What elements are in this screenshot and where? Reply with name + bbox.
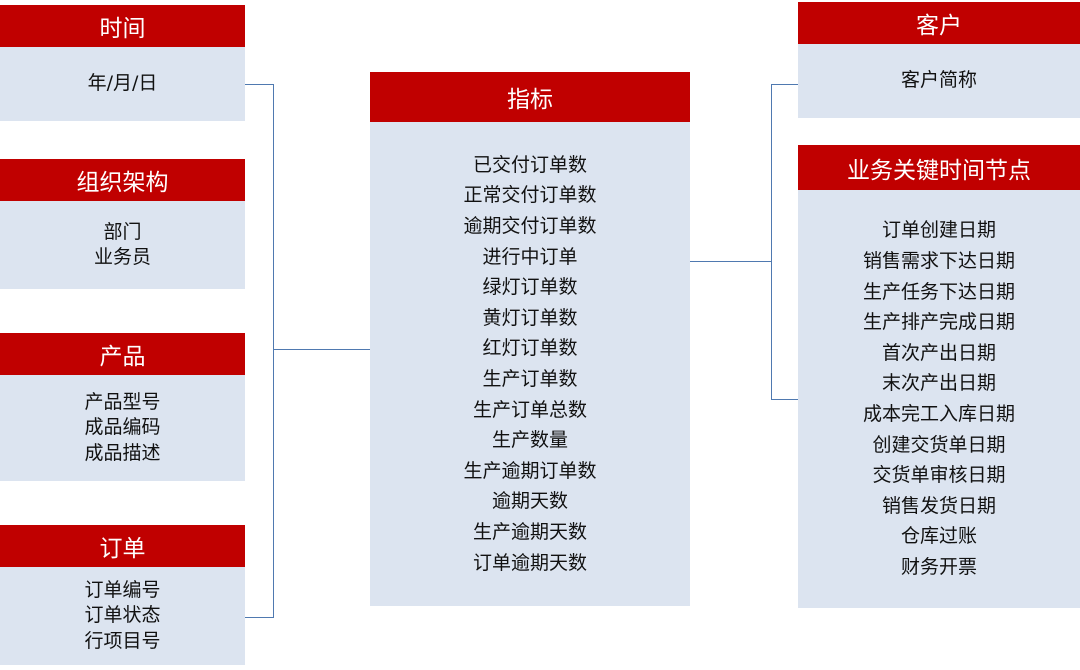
list-item: 进行中订单 bbox=[482, 245, 578, 268]
time-dimension-title: 时间 bbox=[0, 5, 245, 47]
list-item: 生产逾期天数 bbox=[472, 520, 587, 543]
connector-order bbox=[245, 617, 274, 618]
list-item: 生产数量 bbox=[491, 429, 568, 452]
connector-right-spine bbox=[771, 84, 772, 400]
time-dimension-list: 年/月/日 bbox=[0, 47, 245, 121]
list-item: 已交付订单数 bbox=[472, 153, 587, 176]
connector-milestones bbox=[771, 399, 798, 400]
milestones-panel: 业务关键时间节点 订单创建日期销售需求下达日期生产任务下达日期生产排产完成日期首… bbox=[798, 145, 1080, 608]
milestones-title: 业务关键时间节点 bbox=[798, 145, 1080, 190]
list-item: 产品型号 bbox=[84, 390, 161, 413]
list-item: 仓库过账 bbox=[900, 525, 977, 548]
list-item: 订单状态 bbox=[84, 604, 161, 627]
connector-time bbox=[245, 84, 274, 85]
time-dimension: 时间 年/月/日 bbox=[0, 5, 245, 121]
list-item: 订单编号 bbox=[84, 578, 161, 601]
connector-metrics-to-right bbox=[690, 261, 772, 262]
list-item: 财务开票 bbox=[900, 555, 977, 578]
list-item: 生产订单总数 bbox=[472, 398, 587, 421]
list-item: 红灯订单数 bbox=[482, 337, 578, 360]
connector-left-to-metrics bbox=[273, 349, 370, 350]
list-item: 部门 bbox=[103, 220, 142, 243]
customer-dimension: 客户 客户简称 bbox=[798, 2, 1080, 118]
list-item: 订单逾期天数 bbox=[472, 551, 587, 574]
list-item: 订单创建日期 bbox=[881, 219, 996, 242]
metrics-list: 已交付订单数正常交付订单数逾期交付订单数进行中订单绿灯订单数黄灯订单数红灯订单数… bbox=[370, 122, 690, 606]
order-dimension-title: 订单 bbox=[0, 525, 245, 567]
list-item: 销售需求下达日期 bbox=[862, 250, 1015, 273]
list-item: 成本完工入库日期 bbox=[862, 403, 1015, 425]
list-item: 成品编码 bbox=[84, 416, 161, 439]
list-item: 创建交货单日期 bbox=[872, 433, 1006, 456]
list-item: 成品描述 bbox=[84, 441, 161, 464]
list-item: 行项目号 bbox=[84, 629, 161, 652]
list-item: 首次产出日期 bbox=[881, 341, 996, 364]
order-dimension: 订单 订单编号订单状态行项目号 bbox=[0, 525, 245, 665]
product-dimension-list: 产品型号成品编码成品描述 bbox=[0, 375, 245, 481]
list-item: 生产订单数 bbox=[482, 368, 578, 390]
list-item: 生产排产完成日期 bbox=[862, 311, 1015, 334]
list-item: 交货单审核日期 bbox=[872, 464, 1006, 487]
list-item: 逾期交付订单数 bbox=[463, 215, 597, 238]
list-item: 绿灯订单数 bbox=[482, 276, 578, 299]
connector-customer bbox=[771, 84, 798, 85]
metrics-panel: 指标 已交付订单数正常交付订单数逾期交付订单数进行中订单绿灯订单数黄灯订单数红灯… bbox=[370, 72, 690, 606]
list-item: 销售发货日期 bbox=[881, 494, 996, 517]
org-dimension: 组织架构 部门业务员 bbox=[0, 159, 245, 289]
list-item: 年/月/日 bbox=[87, 72, 158, 95]
list-item: 生产任务下达日期 bbox=[862, 280, 1015, 303]
metrics-title: 指标 bbox=[370, 72, 690, 122]
customer-dimension-title: 客户 bbox=[798, 2, 1080, 44]
list-item: 客户简称 bbox=[900, 69, 977, 92]
org-dimension-title: 组织架构 bbox=[0, 159, 245, 201]
list-item: 生产逾期订单数 bbox=[463, 459, 597, 482]
list-item: 末次产出日期 bbox=[881, 372, 996, 395]
list-item: 业务员 bbox=[93, 246, 151, 268]
order-dimension-list: 订单编号订单状态行项目号 bbox=[0, 567, 245, 665]
list-item: 黄灯订单数 bbox=[482, 306, 578, 329]
product-dimension: 产品 产品型号成品编码成品描述 bbox=[0, 333, 245, 481]
customer-dimension-list: 客户简称 bbox=[798, 44, 1080, 118]
list-item: 正常交付订单数 bbox=[463, 184, 597, 207]
product-dimension-title: 产品 bbox=[0, 333, 245, 375]
connector-left-spine bbox=[273, 84, 274, 618]
org-dimension-list: 部门业务员 bbox=[0, 201, 245, 289]
list-item: 逾期天数 bbox=[491, 490, 568, 513]
milestones-list: 订单创建日期销售需求下达日期生产任务下达日期生产排产完成日期首次产出日期末次产出… bbox=[798, 190, 1080, 608]
